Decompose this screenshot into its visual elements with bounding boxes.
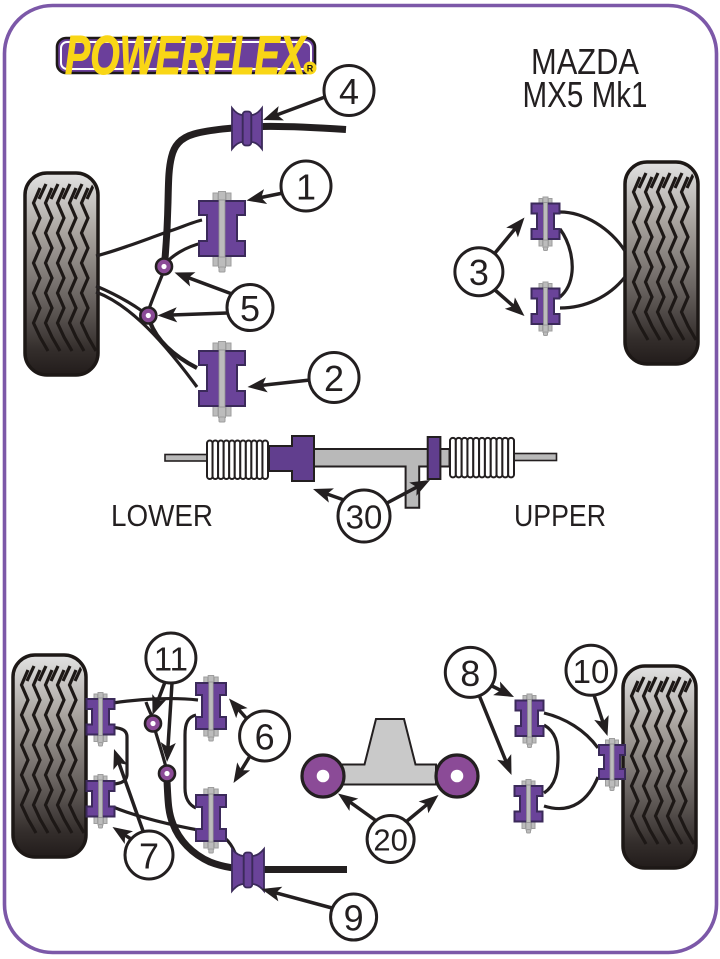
svg-text:2: 2 — [324, 358, 344, 399]
svg-text:10: 10 — [573, 653, 610, 690]
svg-text:MAZDA: MAZDA — [531, 41, 639, 82]
svg-text:9: 9 — [344, 898, 364, 939]
svg-text:POWERFLEX: POWERFLEX — [65, 24, 307, 86]
svg-text:LOWER: LOWER — [111, 498, 213, 533]
svg-text:3: 3 — [469, 252, 489, 293]
svg-text:R: R — [307, 64, 314, 74]
svg-text:UPPER: UPPER — [514, 498, 606, 533]
svg-text:1: 1 — [296, 167, 316, 208]
svg-text:30: 30 — [346, 499, 383, 536]
svg-text:20: 20 — [373, 823, 407, 858]
svg-text:8: 8 — [460, 653, 480, 694]
svg-text:7: 7 — [139, 836, 159, 877]
svg-text:5: 5 — [240, 288, 260, 329]
svg-text:11: 11 — [154, 641, 188, 678]
svg-text:MX5 Mk1: MX5 Mk1 — [523, 74, 648, 115]
svg-text:6: 6 — [255, 717, 275, 758]
svg-text:4: 4 — [339, 71, 359, 112]
